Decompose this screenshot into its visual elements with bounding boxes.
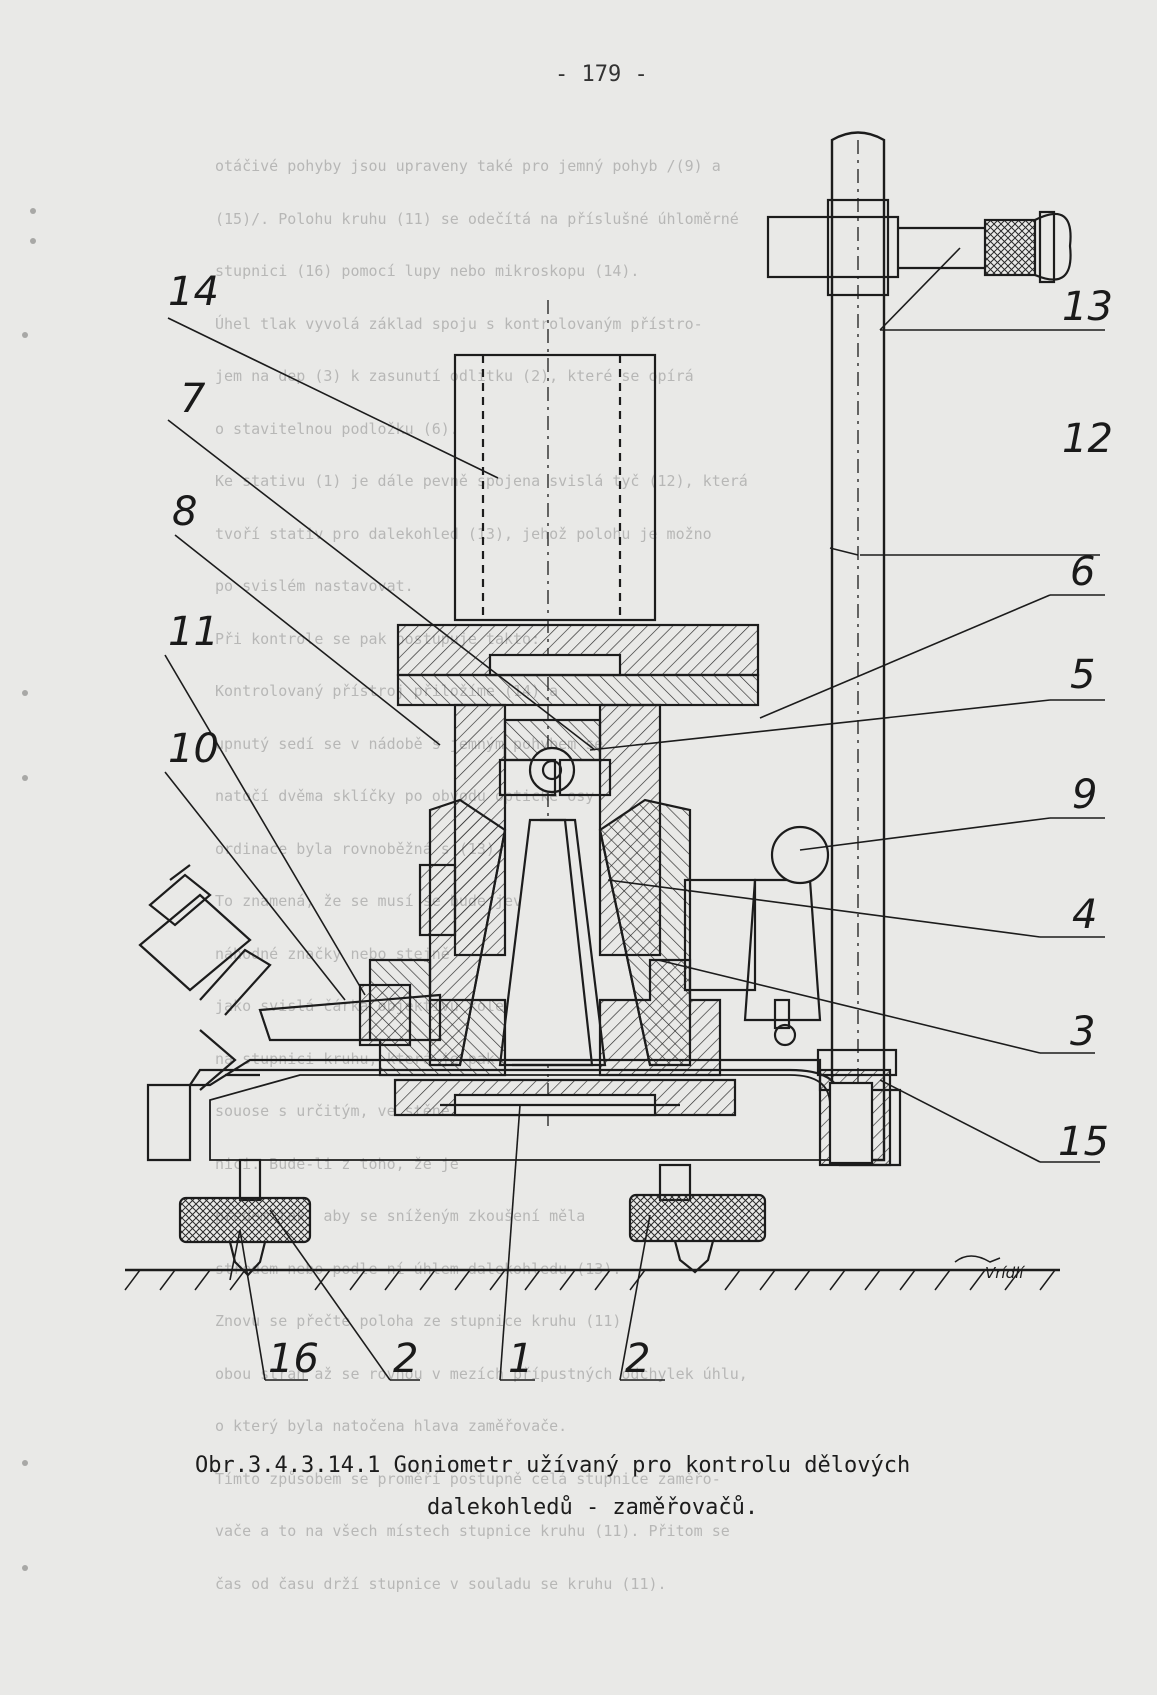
punch-hole [22, 332, 28, 338]
background-text-line: obou stran až se rovnou v mezích přípust… [215, 1364, 748, 1383]
punch-hole [22, 1565, 28, 1571]
callout-labels: 14 7 8 11 10 13 12 6 5 9 4 3 15 16 2 1 2… [168, 269, 1113, 1382]
caption-line-1: Obr.3.4.3.14.1 Goniometr užívaný pro kon… [195, 1453, 911, 1478]
background-text-line: čas od času drží stupnice v souladu se k… [215, 1574, 667, 1593]
callout-1: 1 [508, 1336, 533, 1382]
handwritten-note: Vrídlí [985, 1264, 1025, 1282]
callout-5: 5 [1070, 652, 1095, 698]
background-text-line: o stavitelnou podložku (6). [215, 419, 459, 438]
callout-11: 11 [168, 609, 219, 655]
figure-caption: Obr.3.4.3.14.1 Goniometr užívaný pro kon… [195, 1445, 1075, 1529]
callout-14: 14 [168, 269, 219, 315]
background-text-line: (15)/. Polohu kruhu (11) se odečítá na p… [215, 209, 739, 228]
background-text-line: nici. Bude-li z toho, že je [215, 1154, 459, 1173]
callout-13: 13 [1062, 284, 1113, 330]
background-text-line: Ke stativu (1) je dále pevně spojena svi… [215, 472, 748, 490]
callout-16: 16 [268, 1336, 319, 1382]
background-text-line: natočí dvěma sklíčky po obvodu optické o… [215, 787, 595, 805]
leader-lines [164, 247, 1105, 1381]
background-text-line: Znovu se přečte poloha ze stupnice kruhu… [215, 1312, 622, 1330]
callout-2-right: 2 [625, 1336, 650, 1382]
background-text-line: Tímto způsobem se proměří postupně celá … [215, 1469, 721, 1488]
callout-2-left: 2 [393, 1336, 418, 1382]
page-number: - 179 - [555, 62, 648, 87]
callout-15: 15 [1058, 1119, 1109, 1165]
callout-10: 10 [168, 726, 219, 772]
callout-12: 12 [1062, 416, 1113, 462]
callout-9: 9 [1072, 772, 1097, 818]
punch-hole [22, 690, 28, 696]
background-text-line: ordinace byla rovnoběžná s (13). [215, 839, 504, 858]
background-text-line: o který byla natočena hlava zaměřovače. [215, 1417, 568, 1435]
punch-hole [22, 1460, 28, 1466]
callout-8: 8 [172, 489, 197, 535]
callout-7: 7 [180, 376, 206, 422]
callout-6: 6 [1070, 549, 1095, 595]
caption-line-2: dalekohledů - zaměřovačů. [427, 1495, 759, 1520]
punch-hole [22, 775, 28, 781]
background-text-line: náhodné značky nebo stejně [215, 944, 450, 963]
background-text-line: Úhel tlak vyvolá základ spoju s kontrolo… [215, 314, 703, 333]
punch-hole [30, 238, 36, 244]
drawing-lines [124, 131, 1105, 1381]
callout-3: 3 [1070, 1009, 1095, 1055]
punch-hole [30, 208, 36, 214]
background-text-line: tvoří stativ pro dalekohled (13), jehož … [215, 524, 712, 543]
background-text-line: otáčivé pohyby jsou upraveny také pro je… [215, 157, 721, 175]
background-text-line: vače a to na všech místech stupnice kruh… [215, 1522, 730, 1540]
callout-4: 4 [1072, 892, 1097, 938]
background-text-line: stupnici (16) pomocí lupy nebo mikroskop… [215, 262, 640, 280]
